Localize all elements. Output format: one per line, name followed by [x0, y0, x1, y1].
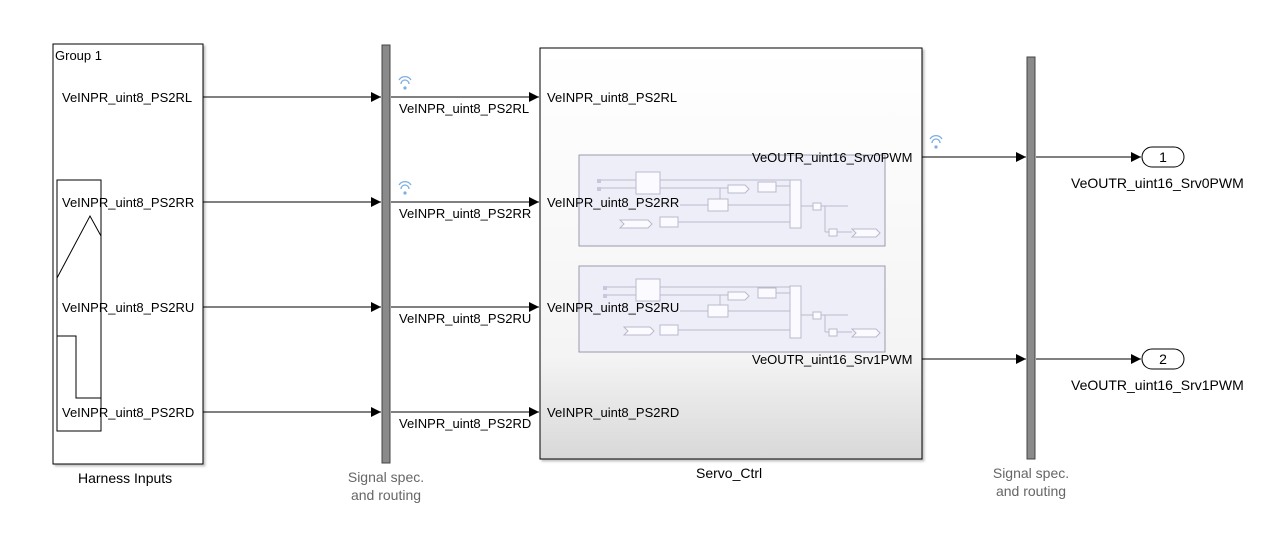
subsystem-preview-1	[578, 154, 886, 247]
signal-label[interactable]: VeINPR_uint8_PS2RR	[399, 206, 532, 221]
signal-lines-bus-to-outports[interactable]	[1036, 152, 1141, 364]
signal-logging-icon	[398, 181, 412, 195]
harness-inputs-block[interactable]	[52, 43, 204, 465]
servo-input-label: VeINPR_uint8_PS2RU	[547, 300, 680, 315]
outport-number[interactable]: 2	[1159, 351, 1167, 367]
harness-caption: Harness Inputs	[78, 470, 173, 486]
routing-bus-left[interactable]	[381, 44, 391, 464]
signal-label[interactable]: VeINPR_uint8_PS2RD	[399, 416, 532, 431]
outport-2-shape[interactable]	[1141, 348, 1185, 370]
routing-caption-line: and routing	[995, 483, 1067, 499]
routing-caption-line: Signal spec.	[992, 465, 1070, 481]
servo-input-label: VeINPR_uint8_PS2RR	[547, 195, 680, 210]
harness-port-label: VeINPR_uint8_PS2RL	[62, 90, 193, 105]
outport-1-shape[interactable]	[1141, 146, 1185, 168]
routing-left-caption: Signal spec. and routing	[330, 468, 442, 504]
routing-bus-right[interactable]	[1026, 56, 1036, 460]
signal-label[interactable]: VeINPR_uint8_PS2RU	[399, 311, 532, 326]
servo-output-label: VeOUTR_uint16_Srv0PWM	[752, 150, 913, 165]
signal-label[interactable]: VeINPR_uint8_PS2RL	[399, 101, 530, 116]
servo-caption: Servo_Ctrl	[696, 465, 763, 481]
signal-preview	[56, 179, 102, 432]
routing-caption-line: Signal spec.	[347, 469, 425, 485]
subsystem-preview-2	[578, 265, 886, 353]
signal-lines-bus-to-servo[interactable]	[391, 92, 539, 417]
signal-logging-icon	[398, 76, 412, 90]
servo-input-label: VeINPR_uint8_PS2RL	[547, 90, 678, 105]
group-label: Group 1	[55, 48, 102, 63]
harness-port-label: VeINPR_uint8_PS2RR	[62, 195, 195, 210]
signal-lines-servo-to-bus[interactable]	[922, 152, 1026, 364]
signal-logging-icon	[929, 135, 943, 149]
outport-label: VeOUTR_uint16_Srv0PWM	[1071, 175, 1244, 191]
servo-ctrl-block[interactable]	[539, 47, 923, 460]
routing-right-caption: Signal spec. and routing	[975, 464, 1087, 500]
servo-output-label: VeOUTR_uint16_Srv1PWM	[752, 352, 913, 367]
signal-lines-harness-to-bus[interactable]	[203, 92, 381, 417]
harness-port-label: VeINPR_uint8_PS2RD	[62, 405, 195, 420]
outport-number[interactable]: 1	[1159, 149, 1167, 165]
outport-label: VeOUTR_uint16_Srv1PWM	[1071, 377, 1244, 393]
servo-input-label: VeINPR_uint8_PS2RD	[547, 405, 680, 420]
routing-caption-line: and routing	[350, 487, 422, 503]
harness-port-label: VeINPR_uint8_PS2RU	[62, 300, 195, 315]
